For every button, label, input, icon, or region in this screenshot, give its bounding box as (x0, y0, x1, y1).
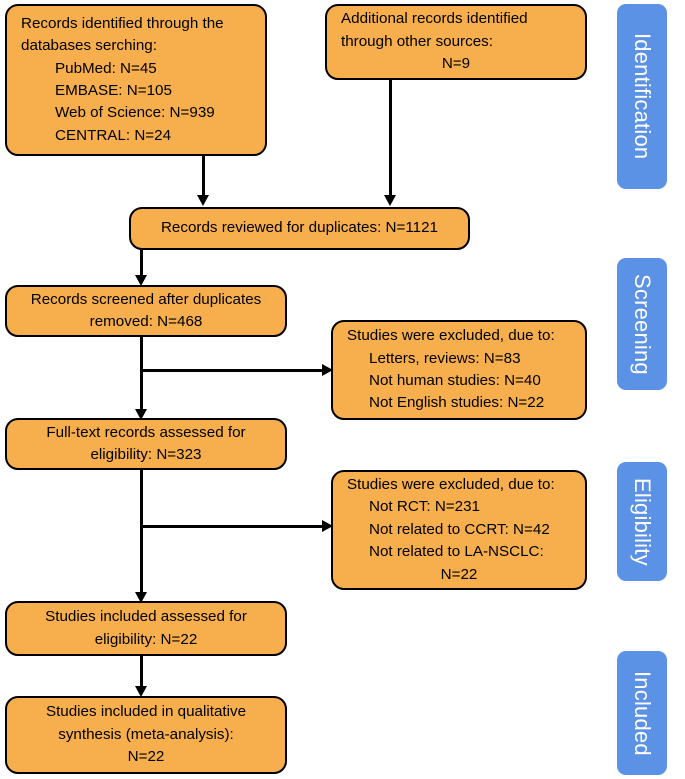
box-line: Records screened after duplicates (30, 290, 262, 308)
box-line: Letters, reviews: N=83 (369, 349, 521, 367)
connector-line-fulltext-to-excluded (140, 525, 328, 528)
connector-line-included-to-synthesis (140, 656, 143, 688)
box-excluded-eligibility: Studies were excluded, due to: Not RCT: … (331, 470, 587, 590)
box-line: Studies included in qualitative (45, 703, 247, 721)
box-records-reviewed-duplicates: Records reviewed for duplicates: N=1121 (129, 207, 470, 250)
box-line: Studies were excluded, due to: (347, 476, 555, 494)
arrow-fulltext-to-included (135, 592, 147, 603)
box-records-identified-other-sources: Additional records identified through ot… (325, 4, 587, 80)
box-line: eligibility: N=22 (94, 630, 198, 648)
stage-bar-eligibility: Eligibility (617, 462, 667, 581)
stage-label: Eligibility (630, 477, 655, 566)
box-line: Not English studies: N=22 (369, 394, 545, 412)
arrow-db-to-duplicates (197, 195, 209, 206)
stage-bar-included: Included (617, 651, 667, 775)
box-line: eligibility: N=323 (90, 446, 202, 463)
box-line: Records identified through the (21, 14, 224, 32)
box-line: CENTRAL: N=24 (55, 126, 172, 144)
stage-label: Identification (630, 33, 655, 160)
box-records-screened: Records screened after duplicates remove… (5, 285, 287, 337)
box-line: N=22 (440, 565, 478, 583)
box-line: Not RCT: N=231 (369, 498, 480, 516)
box-line: N=22 (127, 748, 165, 766)
arrow-fulltext-to-excluded (322, 520, 333, 532)
box-excluded-screening: Studies were excluded, due to: Letters, … (331, 320, 587, 420)
arrow-screened-to-fulltext (135, 409, 147, 420)
connector-line-screened-to-excluded (140, 369, 328, 372)
arrow-included-to-synthesis (135, 686, 147, 697)
connector-line-db-to-duplicates (202, 156, 205, 198)
stage-label: Included (630, 670, 655, 756)
box-line: Not human studies: N=40 (369, 372, 541, 389)
box-line: Full-text records assessed for (46, 423, 246, 441)
connector-line-fulltext-trunk (140, 470, 143, 595)
box-line: Not related to CCRT: N=42 (369, 520, 550, 538)
box-line: synthesis (meta-analysis): (58, 725, 234, 743)
stage-label: Screening (630, 273, 655, 375)
box-line: Web of Science: N=939 (55, 104, 215, 122)
box-line: N=9 (441, 55, 471, 73)
box-fulltext-assessed: Full-text records assessed for eligibili… (5, 418, 287, 470)
box-line: EMBASE: N=105 (55, 82, 172, 99)
box-line: Studies included assessed for (45, 608, 247, 626)
box-line: databases serching: (21, 37, 157, 55)
box-line: PubMed: N=45 (55, 59, 157, 77)
connector-line-screened-trunk (140, 337, 143, 412)
connector-line-duplicates-to-screened (140, 250, 143, 278)
arrow-duplicates-to-screened (135, 275, 147, 286)
arrow-screened-to-excluded (322, 364, 333, 376)
arrow-other-to-duplicates (384, 195, 396, 206)
box-line: through other sources: (341, 32, 493, 50)
box-records-identified-databases: Records identified through the databases… (5, 4, 267, 156)
stage-bar-identification: Identification (617, 4, 667, 189)
stage-bar-screening: Screening (617, 258, 667, 390)
connector-line-other-to-duplicates (389, 80, 392, 198)
box-line: Records reviewed for duplicates: N=1121 (160, 219, 439, 237)
box-line: Studies were excluded, due to: (347, 327, 555, 345)
box-line: Not related to LA-NSCLC: (369, 543, 544, 561)
box-line: removed: N=468 (89, 313, 203, 330)
box-included-assessed: Studies included assessed for eligibilit… (5, 601, 287, 656)
box-included-synthesis: Studies included in qualitative synthesi… (5, 696, 287, 774)
box-line: Additional records identified (341, 10, 528, 28)
